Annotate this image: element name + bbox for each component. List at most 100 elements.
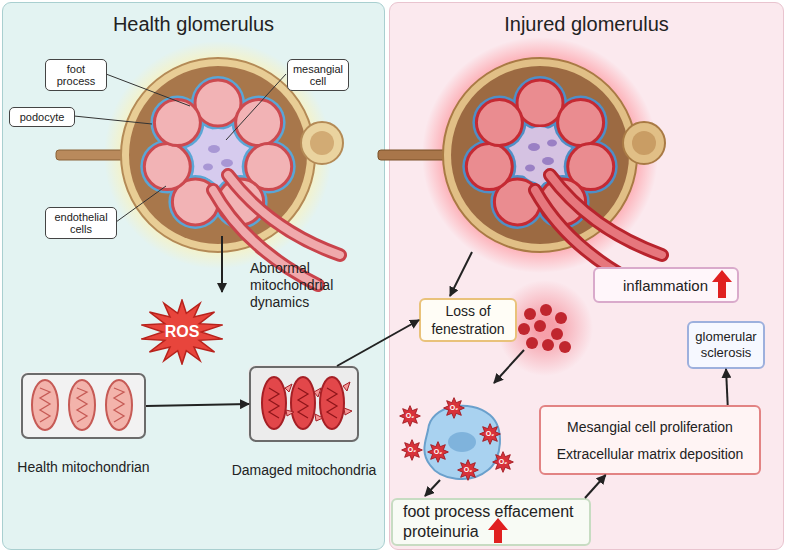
injured-glomerulus [378, 150, 452, 160]
healthy-mitochondria [40, 388, 124, 422]
healthy-mitochondria [77, 388, 87, 422]
damaged-mitochondria [314, 388, 321, 397]
callout-text: endothelial cells [50, 211, 112, 235]
process-text: Mesangial cell proliferation [567, 419, 733, 435]
damaged-mitochondria [298, 388, 308, 418]
mitochondria-label: Damaged mitochondria [232, 462, 377, 478]
damaged-mitochondria [285, 382, 352, 421]
callout-box: mesangial cell [287, 59, 349, 91]
damaged-mitochondria [248, 365, 358, 441]
inflammation-cells [518, 323, 530, 335]
damaged-mitochondria [248, 365, 358, 441]
damaged-mitochondria [343, 382, 350, 391]
healthy-mitochondria [114, 388, 124, 422]
damaged-mitochondria [269, 388, 279, 418]
callout-box: podocyte [9, 107, 75, 127]
inflammation-cells [559, 341, 571, 353]
healthy-mitochondria [32, 380, 132, 430]
damaged-mitochondria [291, 377, 315, 429]
process-text: foot process effacement [403, 502, 573, 522]
damaged-mitochondria [269, 388, 337, 418]
healthy-glomerulus [301, 122, 343, 164]
injured-glomerulus [528, 143, 540, 151]
ros-text: ROS [165, 323, 200, 341]
leader-line [226, 74, 286, 140]
injured-glomerulus [547, 140, 557, 147]
superoxide-star [480, 424, 501, 445]
injured-glomerulus [632, 131, 656, 155]
mitochondria-box: Damaged mitochondria [249, 366, 359, 442]
damaged-mitochondria [344, 408, 352, 415]
process-text: inflammation [623, 277, 708, 294]
process-box: glomerular sclerosis [687, 321, 765, 369]
injured-glomerulus [466, 144, 512, 190]
injured-glomerulus [558, 100, 604, 146]
healthy-mitochondria [40, 388, 50, 422]
process-box: foot process effacementproteinuria [391, 498, 591, 546]
healthy-mitochondria [106, 380, 132, 430]
callout-text: podocyte [20, 111, 65, 123]
damaged-mitochondria [262, 377, 344, 429]
damaged-mitochondria [262, 377, 286, 429]
superoxide-label: O₂ [480, 430, 500, 438]
process-text: glomerular sclerosis [691, 329, 761, 361]
inflammation-cells [555, 312, 567, 324]
inflammation-cells [534, 320, 546, 332]
callout-box: endothelial cells [45, 207, 117, 239]
inflammation-cells [518, 304, 571, 353]
injured-glomerulus [623, 122, 665, 164]
inflammation-cells [540, 304, 552, 316]
healthy-glomerulus [203, 164, 213, 171]
process-text: Loss of fenestration [421, 302, 515, 338]
inflammation-cells [526, 337, 538, 349]
damaged-mitochondria [286, 410, 294, 416]
superoxide-label: O₂ [400, 412, 420, 420]
process-box: inflammation [593, 267, 739, 303]
healthy-glomerulus [236, 100, 282, 146]
process-text: proteinuria [403, 522, 479, 542]
injured-podocyte [424, 406, 500, 479]
injured-glomerulus [542, 157, 554, 165]
panel-title: Injured glomerulus [390, 3, 783, 36]
process-box: Mesangial cell proliferationExtracellula… [539, 405, 761, 475]
leader-line [116, 186, 166, 222]
superoxide-star [458, 460, 479, 481]
damaged-mitochondria [327, 388, 337, 418]
process-box: Loss of fenestration [419, 298, 517, 342]
callout-box: foot process [45, 59, 107, 91]
damaged-mitochondria [285, 384, 292, 392]
mitochondria-box: Health mitochondrian [21, 373, 146, 439]
healthy-mitochondria [32, 380, 58, 430]
callout-text: mesangial cell [292, 63, 344, 87]
inflammation-cells [542, 339, 554, 351]
inflammation-cells [551, 328, 563, 340]
superoxide-label: O₂ [402, 446, 422, 454]
ros-star: ROS [139, 299, 225, 365]
healthy-glomerulus [154, 100, 200, 146]
healthy-mitochondria [20, 372, 145, 438]
healthy-glomerulus [195, 80, 241, 126]
superoxide-star [428, 442, 449, 463]
injured-glomerulus [517, 80, 563, 126]
annotation-text: Abnormal mitochondrial dynamics [250, 260, 362, 311]
inflammation-cells [524, 308, 536, 320]
superoxide-label: O₂ [444, 404, 464, 412]
superoxide-label: O₂ [493, 458, 513, 466]
healthy-mitochondria [69, 380, 95, 430]
mitochondria-label: Health mitochondrian [17, 459, 149, 475]
healthy-glomerulus [208, 145, 220, 153]
healthy-glomerulus [144, 144, 190, 190]
injured-podocyte [424, 406, 500, 479]
damaged-mitochondria [315, 414, 323, 421]
superoxide-label: O₂ [428, 448, 448, 456]
healthy-glomerulus [221, 159, 233, 167]
healthy-mitochondria [20, 372, 145, 438]
injured-glomerulus [525, 165, 535, 172]
callout-text: foot process [50, 63, 102, 87]
panel-title: Health glomerulus [3, 3, 384, 36]
healthy-glomerulus [310, 131, 334, 155]
injured-glomerulus [476, 100, 522, 146]
damaged-mitochondria [320, 377, 344, 429]
superoxide-label: O₂ [458, 466, 478, 474]
